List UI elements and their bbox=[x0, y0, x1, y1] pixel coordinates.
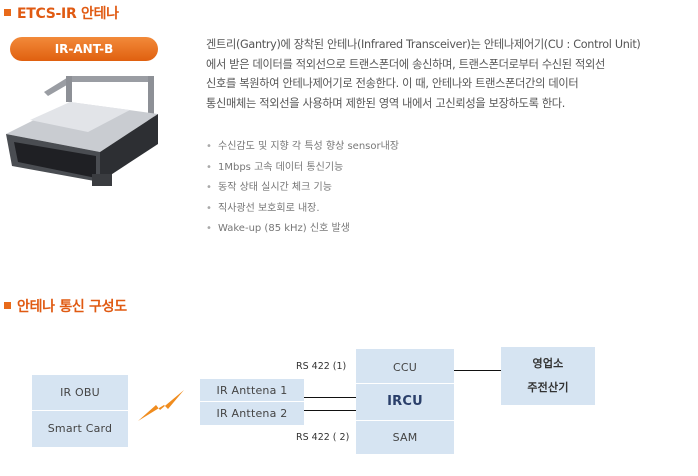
rs422-2-label: RS 422 ( 2) bbox=[296, 432, 350, 443]
feature-list: • 수신감도 및 지향 각 특성 향상 sensor내장 • 1Mbps 고속 데이… bbox=[206, 140, 399, 243]
feature-text: 수신감도 및 지향 각 특성 향상 sensor내장 bbox=[218, 141, 400, 152]
product-badge: IR-ANT-B bbox=[10, 37, 158, 61]
ccu-label: CCU bbox=[356, 349, 454, 384]
rs422-1-label: RS 422 (1) bbox=[296, 361, 347, 372]
feature-item: • Wake-up (85 kHz) 신호 발생 bbox=[206, 222, 399, 243]
section-title-etcs-ir: ETCS-IR 안테나 bbox=[4, 3, 119, 23]
obu-box: IR OBU Smart Card bbox=[32, 375, 128, 447]
bullet-dot-icon: • bbox=[206, 223, 212, 234]
description-line: 통신매체는 적외선을 사용하며 제한된 영역 내에서 고신뢰성을 보장하도록 한… bbox=[206, 96, 566, 110]
antenna-1-label: IR Anttena 1 bbox=[200, 379, 304, 402]
antenna-2-label: IR Anttena 2 bbox=[216, 407, 288, 420]
feature-item: • 수신감도 및 지향 각 특성 향상 sensor내장 bbox=[206, 140, 399, 161]
sam-label: SAM bbox=[392, 431, 418, 444]
connector-line bbox=[454, 370, 501, 371]
feature-item: • 직사광선 보호회로 내장. bbox=[206, 202, 399, 223]
bullet-dot-icon: • bbox=[206, 182, 212, 193]
obu-label: IR OBU bbox=[32, 375, 128, 411]
smart-card-label: Smart Card bbox=[47, 422, 113, 435]
control-unit-box: CCU IRCU SAM bbox=[356, 349, 454, 454]
feature-text: 직사광선 보호회로 내장. bbox=[218, 202, 320, 214]
feature-text: Wake-up (85 kHz) 신호 발생 bbox=[218, 223, 350, 234]
office-label: 영업소 bbox=[532, 357, 564, 370]
bullet-square-icon bbox=[4, 302, 11, 309]
feature-item: • 1Mbps 고속 데이터 통신기능 bbox=[206, 161, 399, 182]
antenna-device-illustration bbox=[6, 76, 158, 186]
bullet-dot-icon: • bbox=[206, 141, 212, 152]
office-server-box: 영업소 주전산기 bbox=[501, 347, 595, 405]
main-server-label: 주전산기 bbox=[527, 381, 569, 394]
antenna-box: IR Anttena 1 IR Anttena 2 bbox=[200, 379, 304, 425]
bullet-dot-icon: • bbox=[206, 202, 212, 214]
section-title-text: ETCS-IR 안테나 bbox=[17, 6, 119, 22]
connector-line bbox=[304, 397, 356, 398]
description-line: 에서 받은 데이터를 적외선으로 트랜스폰더에 송신하며, 트랜스폰더로부터 수… bbox=[206, 57, 606, 71]
wireless-signal-icon bbox=[138, 390, 184, 421]
connector-line bbox=[304, 410, 356, 411]
bullet-square-icon bbox=[4, 9, 11, 16]
bullet-dot-icon: • bbox=[206, 161, 212, 173]
ircu-label: IRCU bbox=[356, 384, 454, 421]
section-title-text: 안테나 통신 구성도 bbox=[17, 299, 127, 315]
description-line: 겐트리(Gantry)에 장착된 안테나(Infrared Transceive… bbox=[206, 38, 641, 51]
feature-text: 1Mbps 고속 데이터 통신기능 bbox=[218, 161, 344, 173]
feature-text: 동작 상태 실시간 체크 기능 bbox=[218, 182, 332, 193]
section-title-diagram: 안테나 통신 구성도 bbox=[4, 296, 127, 316]
feature-item: • 동작 상태 실시간 체크 기능 bbox=[206, 181, 399, 202]
description-line: 신호를 복원하여 안테나제어기로 전송한다. 이 때, 안테나와 트랜스폰더간의… bbox=[206, 77, 579, 90]
description-paragraph: 겐트리(Gantry)에 장착된 안테나(Infrared Transceive… bbox=[206, 35, 688, 113]
